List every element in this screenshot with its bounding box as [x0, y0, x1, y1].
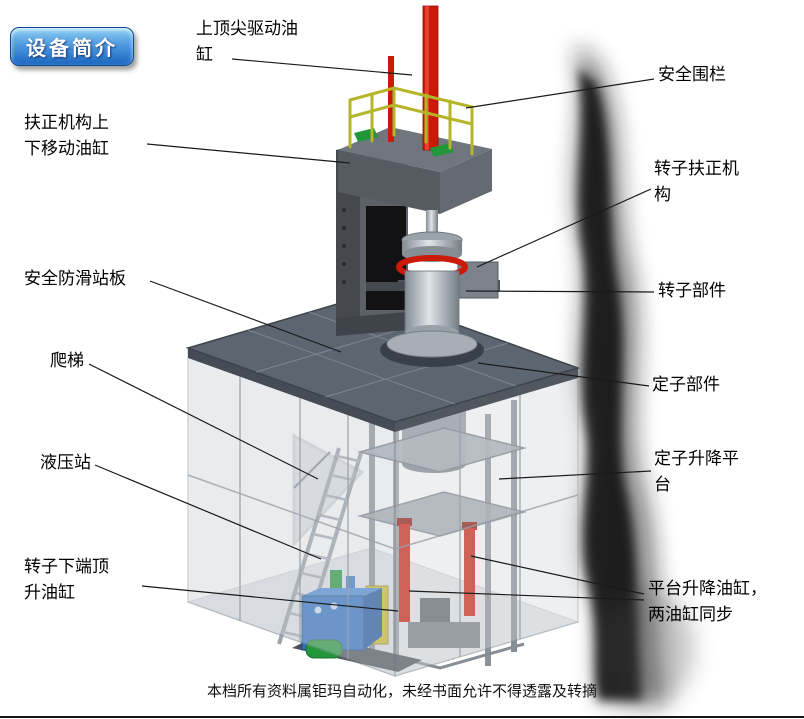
- safety-railing: [348, 86, 474, 156]
- title-badge-label: 设备简介: [26, 38, 118, 60]
- leader-centering-move-cylinder: [146, 143, 351, 164]
- label-centering-move-cylinder: 扶正机构上 下移动油缸: [24, 113, 109, 159]
- leader-platform-cyl-2: [408, 590, 645, 601]
- rotor-assembly: [386, 210, 478, 358]
- leader-antislip-board: [149, 280, 342, 353]
- leader-ladder: [88, 363, 319, 480]
- rotor-jack-cylinder: [408, 598, 480, 648]
- leader-stator-lift-platform: [498, 470, 652, 480]
- leader-lines: [88, 58, 655, 612]
- press-column: [336, 127, 492, 336]
- wall-studs: [187, 367, 579, 659]
- label-stator-parts: 定子部件: [652, 375, 720, 394]
- platform-lift-cylinders: [397, 518, 477, 622]
- leader-rotor-parts: [465, 290, 655, 293]
- column-bolts: [342, 208, 346, 284]
- leader-hydraulic-station: [94, 464, 322, 560]
- label-top-tip-cylinder: 上顶尖驱动油 缸: [196, 19, 298, 65]
- bottom-border: [0, 716, 804, 718]
- pit-enclosure: [187, 346, 579, 678]
- leader-rotor-centering: [476, 188, 652, 268]
- left-support-frame: [292, 433, 365, 548]
- leader-top-tip-cylinder: [231, 58, 413, 76]
- label-stator-lift-platform: 定子升降平 台: [654, 449, 739, 495]
- leader-safety-fence: [465, 78, 655, 109]
- copyright-footer: 本档所有资料属钜玛自动化，未经书面允许不得透露及转摘: [206, 684, 597, 700]
- title-badge: 设备简介: [10, 27, 134, 66]
- leader-platform-cyl-1: [470, 555, 645, 595]
- label-safety-fence: 安全围栏: [658, 65, 726, 84]
- label-platform-lift-cylinders: 平台升降油缸， 两油缸同步: [648, 579, 767, 625]
- label-hydraulic-station: 液压站: [40, 453, 91, 472]
- leader-stator-parts: [477, 362, 650, 387]
- label-antislip-board: 安全防滑站板: [24, 269, 126, 288]
- label-rotor-parts: 转子部件: [658, 281, 726, 300]
- label-rotor-centering: 转子扶正机 构: [654, 159, 739, 205]
- work-platform: [185, 293, 581, 432]
- leader-rotor-bottom-jack: [141, 585, 399, 612]
- label-rotor-bottom-jack: 转子下端顶 升油缸: [24, 557, 109, 603]
- label-ladder: 爬梯: [50, 351, 84, 370]
- smoke-shadow: [573, 47, 694, 708]
